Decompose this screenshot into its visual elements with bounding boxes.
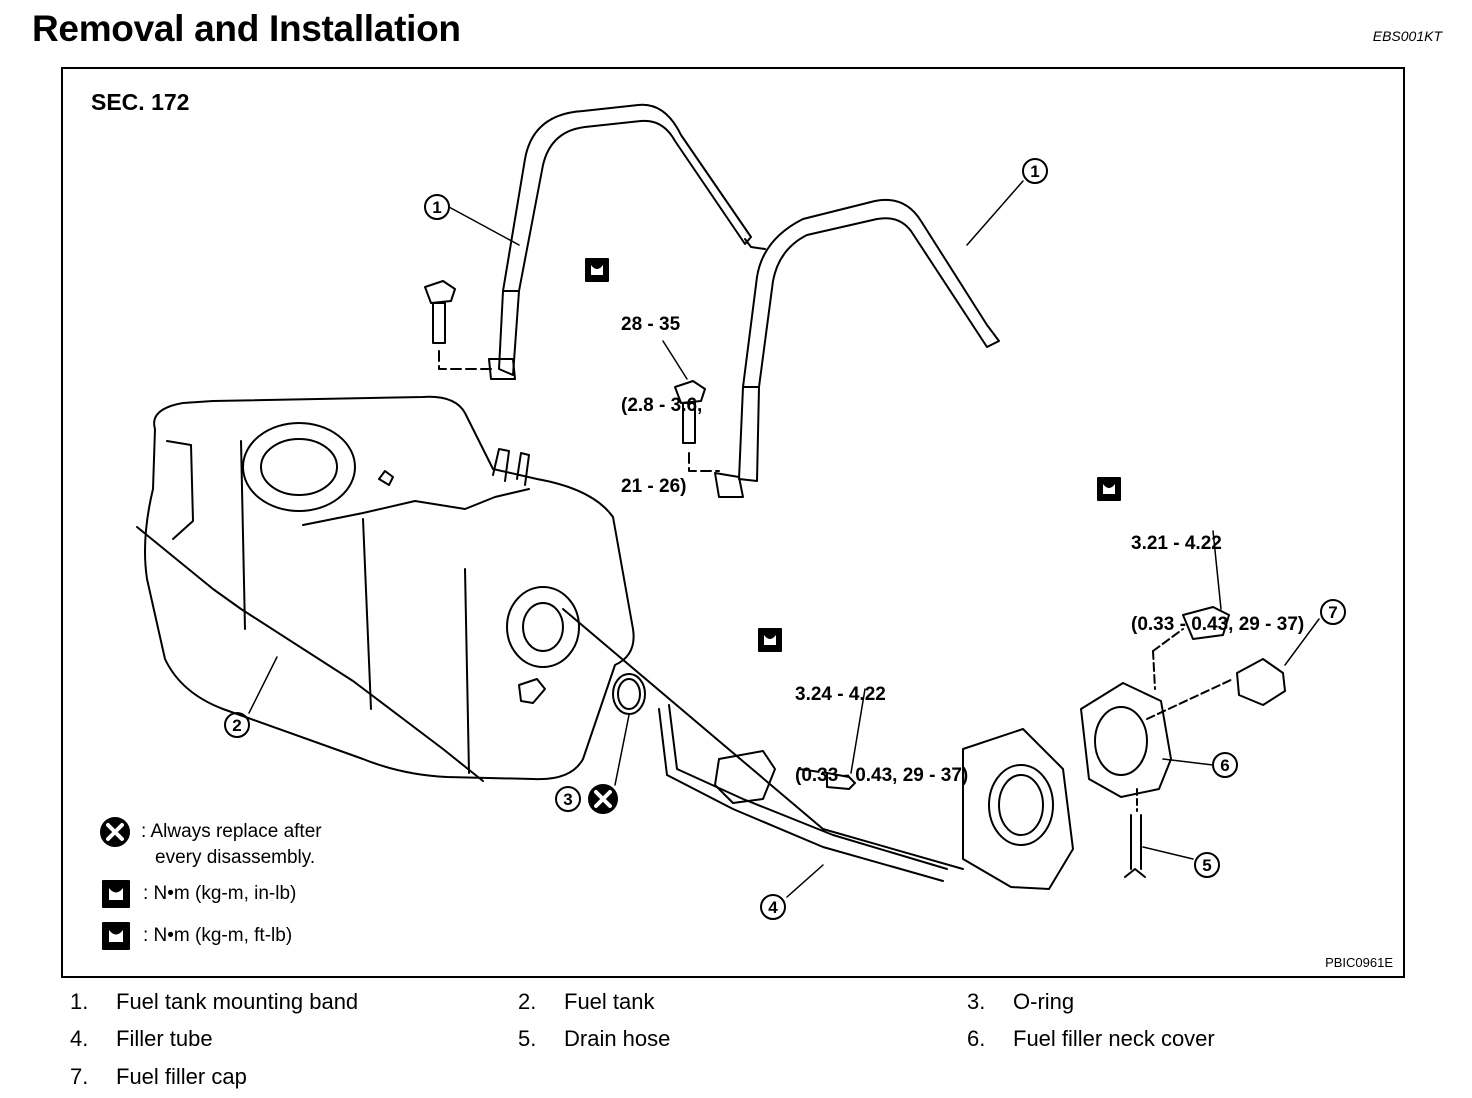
mounting-band-right — [714, 199, 1000, 498]
torque-filler-bolt-line2: (0.33 - 0.43, 29 - 37) — [795, 765, 969, 786]
torque-band-bolt-line2: (2.8 - 3.6, — [621, 395, 703, 416]
parts-list-item: 7.Fuel filler cap — [70, 1064, 247, 1089]
callout-1-left: 1 — [432, 198, 441, 217]
legend-replace-text: : Always replace after every disassembly… — [141, 819, 322, 871]
torque-neck-bolt-line1: 3.21 - 4.22 — [1131, 533, 1222, 554]
callout-7: 7 — [1328, 603, 1337, 622]
bolt-filler-tube — [798, 768, 856, 790]
leader-lines — [248, 180, 1320, 898]
torque-neck-bolt-line2: (0.33 - 0.43, 29 - 37) — [1131, 614, 1305, 635]
always-replace-marker — [588, 784, 618, 814]
legend-replace-icon — [100, 817, 130, 847]
legend-ftlb-text: : N•m (kg-m, ft-lb) — [143, 925, 293, 946]
bolt-neck-cover — [1152, 606, 1230, 690]
fuel-filler-neck-cover — [1080, 682, 1172, 798]
legend-replace-line1: : Always replace after — [141, 821, 322, 842]
fuel-tank — [136, 395, 635, 782]
legend-replace-line2: every disassembly. — [155, 847, 316, 868]
callout-1-right: 1 — [1030, 162, 1039, 181]
callout-5: 5 — [1202, 856, 1211, 875]
torque-filler-bolt-line1: 3.24 - 4.22 — [795, 684, 886, 705]
fuel-filler-cap — [1146, 658, 1286, 720]
torque-filler-bolt: 3.24 - 4.22 (0.33 - 0.43, 29 - 37) — [795, 627, 968, 843]
o-ring — [612, 673, 646, 715]
callout-3: 3 — [563, 790, 572, 809]
legend-ftlb-icon — [102, 922, 130, 950]
parts-list-item: 5.Drain hose — [518, 1026, 671, 1051]
drain-hose — [1124, 788, 1146, 878]
diagram-frame: 1 1 2 3 4 5 6 7 SEC. 172 28 - 35 (2.8 - … — [61, 67, 1405, 978]
bolt-left-band — [424, 280, 494, 370]
torque-wrench-inlb-icon-filler — [758, 628, 782, 652]
parts-list-item: 1.Fuel tank mounting band — [70, 989, 359, 1014]
parts-list-item: 2.Fuel tank — [518, 989, 655, 1014]
callout-6: 6 — [1220, 756, 1229, 775]
legend-inlb-icon — [102, 880, 130, 908]
parts-list-item: 6.Fuel filler neck cover — [967, 1026, 1215, 1051]
torque-band-bolt: 28 - 35 (2.8 - 3.6, 21 - 26) — [621, 257, 702, 554]
parts-list-item: 4.Filler tube — [70, 1026, 213, 1051]
bolt-right-band — [674, 380, 720, 472]
parts-list-item: 3.O-ring — [967, 989, 1075, 1014]
exploded-view-diagram: 1 1 2 3 4 5 6 7 — [100, 103, 1346, 950]
torque-wrench-ftlb-icon — [585, 258, 609, 282]
section-number: SEC. 172 — [91, 89, 190, 115]
torque-neck-bolt: 3.21 - 4.22 (0.33 - 0.43, 29 - 37) — [1131, 476, 1304, 692]
legend-inlb-text: : N•m (kg-m, in-lb) — [143, 883, 297, 904]
section-code: EBS001KT — [1372, 28, 1442, 44]
callout-2: 2 — [232, 716, 241, 735]
callout-circles — [224, 158, 1346, 920]
torque-band-bolt-line3: 21 - 26) — [621, 476, 687, 497]
mounting-band-left — [488, 103, 766, 380]
torque-wrench-inlb-icon-neck — [1097, 477, 1121, 501]
torque-band-bolt-line1: 28 - 35 — [621, 314, 681, 335]
page-title: Removal and Installation — [32, 8, 461, 49]
callout-4: 4 — [768, 898, 778, 917]
filler-tube — [562, 608, 1074, 890]
figure-code: PBIC0961E — [1325, 955, 1393, 970]
